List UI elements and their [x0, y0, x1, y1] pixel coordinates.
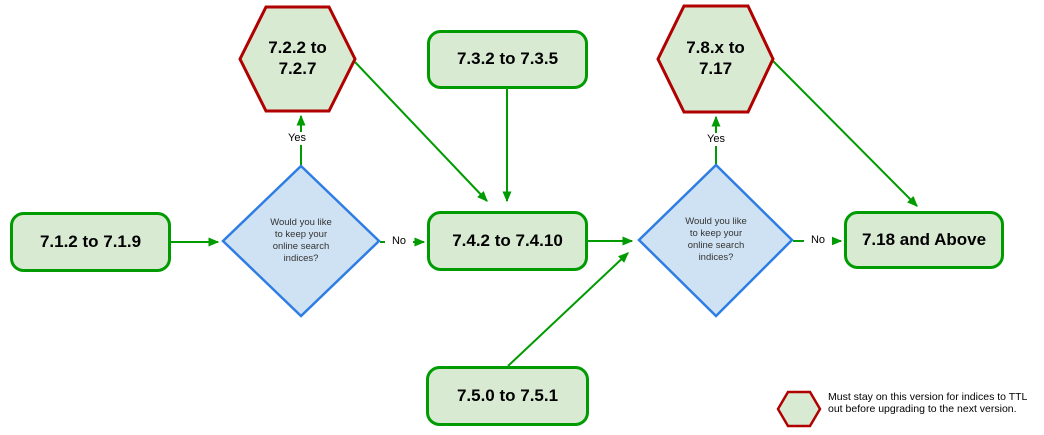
- node-732-box: [427, 30, 588, 89]
- edge-78x-to-718: [772, 60, 918, 207]
- node-750-box: [426, 366, 589, 426]
- decision2-diamond: [637, 163, 794, 318]
- flowchart-edges: [170, 60, 918, 367]
- legend-hexagon-icon: [776, 390, 822, 428]
- node-718-box: [844, 211, 1004, 269]
- node-78x-hexagon: [656, 4, 775, 114]
- node-722-hexagon: [238, 5, 357, 113]
- edge-750-to-decision2: [507, 252, 629, 367]
- edge-722-to-742: [354, 61, 488, 202]
- node-742-box: [427, 211, 588, 271]
- node-712-box: [10, 212, 171, 272]
- decision1-diamond: [221, 164, 381, 318]
